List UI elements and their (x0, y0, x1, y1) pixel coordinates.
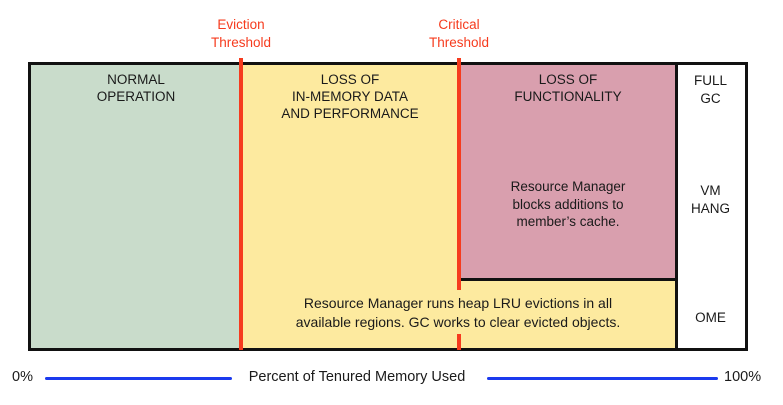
axis-line-left (45, 377, 232, 380)
eviction-threshold-line (239, 58, 243, 350)
axis-min-label: 0% (12, 369, 33, 385)
critical-zone (461, 65, 675, 281)
diagram-box (28, 62, 748, 351)
eviction-threshold-label: Eviction Threshold (210, 17, 272, 50)
axis-line-right (487, 377, 718, 380)
normal-operation-zone (31, 65, 241, 348)
axis-title: Percent of Tenured Memory Used (248, 369, 466, 385)
ome-label: OME (695, 310, 726, 325)
axis-max-label: 100% (724, 369, 762, 385)
critical-zone-title: LOSS OF FUNCTIONALITY (514, 72, 622, 104)
outcome-column (675, 65, 745, 348)
eviction-zone-title: LOSS OF IN-MEMORY DATA AND PERFORMANCE (281, 72, 419, 121)
normal-operation-title: NORMAL OPERATION (96, 72, 176, 104)
critical-threshold-line (457, 58, 461, 350)
eviction-zone-action-text: Resource Manager runs heap LRU evictions… (250, 290, 666, 334)
vm-hang-label: VM HANG (690, 183, 730, 216)
critical-zone-action-text: Resource Manager blocks additions to mem… (510, 179, 626, 229)
full-gc-label: FULL GC (693, 73, 727, 106)
critical-threshold-label: Critical Threshold (428, 17, 490, 50)
